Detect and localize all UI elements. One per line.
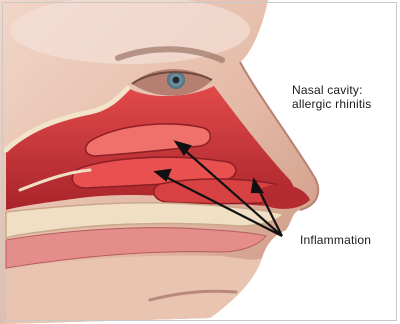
label-title-line2: allergic rhinitis [292, 97, 371, 111]
eye-pupil [173, 77, 180, 84]
label-title-line1: Nasal cavity: [292, 83, 363, 97]
upper-lip [6, 256, 262, 324]
label-callout: Inflammation [300, 233, 371, 247]
